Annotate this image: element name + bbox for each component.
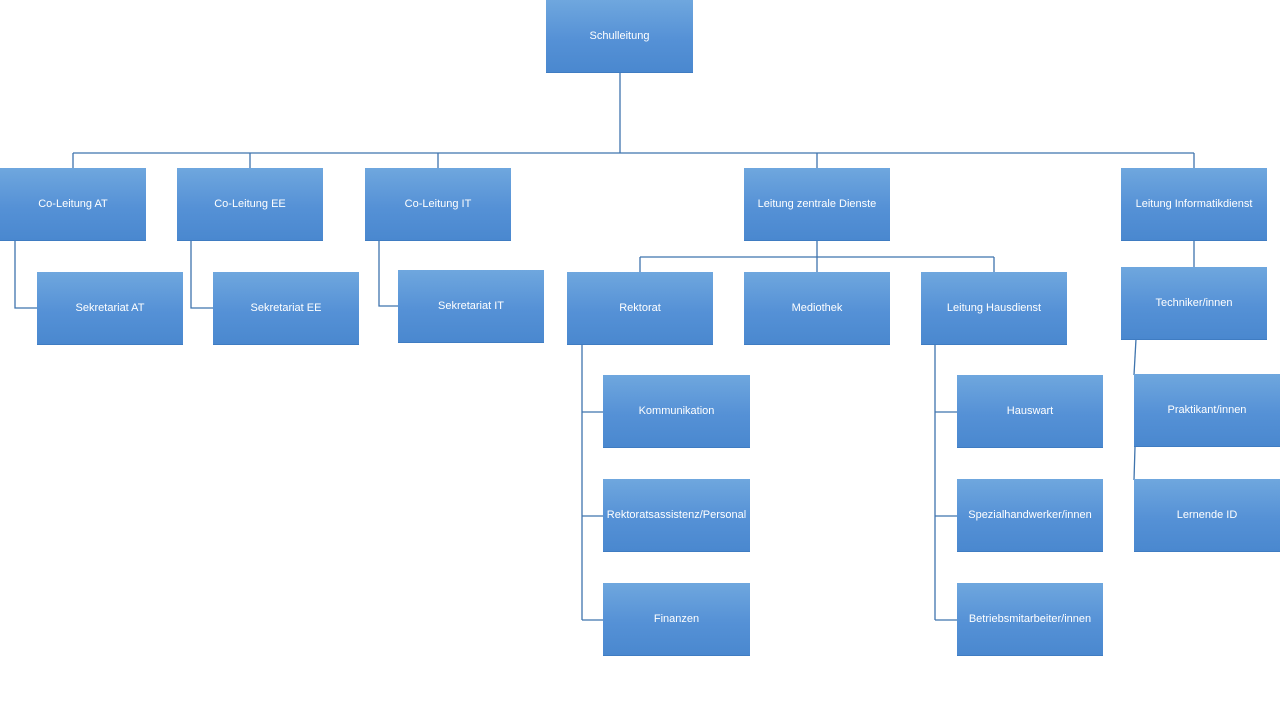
box-co-leitung-at: Co-Leitung AT xyxy=(0,168,146,241)
box-schulleitung: Schulleitung xyxy=(546,0,693,73)
box-rektorat: Rektorat xyxy=(567,272,713,345)
connector-sek-ee xyxy=(190,240,213,309)
connector-lernende xyxy=(1133,446,1136,481)
box-mediothek: Mediothek xyxy=(744,272,890,345)
box-betriebsmitarbeiter: Betriebsmitarbeiter/innen xyxy=(957,583,1103,656)
box-hauswart: Hauswart xyxy=(957,375,1103,448)
connector-sek-it xyxy=(378,240,398,307)
box-praktikant: Praktikant/innen xyxy=(1134,374,1280,447)
connector-praktikant xyxy=(1133,338,1137,376)
box-lernende-id: Lernende ID xyxy=(1134,479,1280,552)
box-leitung-hausdienst: Leitung Hausdienst xyxy=(921,272,1067,345)
box-sekretariat-at: Sekretariat AT xyxy=(37,272,183,345)
box-leitung-zentrale-dienste: Leitung zentrale Dienste xyxy=(744,168,890,241)
box-co-leitung-it: Co-Leitung IT xyxy=(365,168,511,241)
box-rektoratsassistenz: Rektoratsassistenz/Personal xyxy=(603,479,750,552)
box-sekretariat-ee: Sekretariat EE xyxy=(213,272,359,345)
box-techniker: Techniker/innen xyxy=(1121,267,1267,340)
connector-sek-at xyxy=(14,240,37,309)
box-finanzen: Finanzen xyxy=(603,583,750,656)
box-leitung-informatikdienst: Leitung Informatikdienst xyxy=(1121,168,1267,241)
box-spezialhandwerker: Spezialhandwerker/innen xyxy=(957,479,1103,552)
box-kommunikation: Kommunikation xyxy=(603,375,750,448)
box-co-leitung-ee: Co-Leitung EE xyxy=(177,168,323,241)
box-sekretariat-it: Sekretariat IT xyxy=(398,270,544,343)
